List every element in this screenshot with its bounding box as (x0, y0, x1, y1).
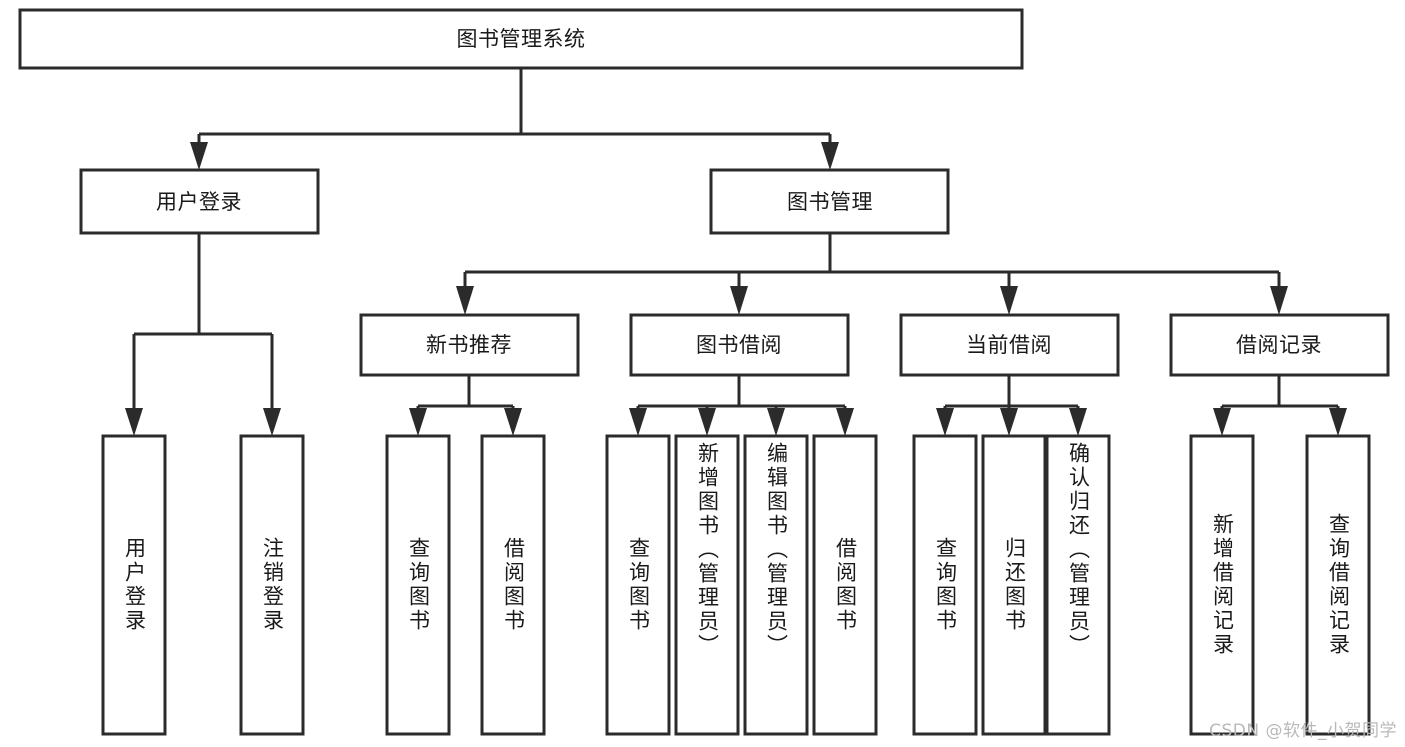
arrowhead-nbr-leaf-1 (409, 408, 427, 436)
node-leaf-cb-query-book-box[interactable] (912, 434, 978, 736)
arrowhead-user-login (190, 142, 208, 170)
node-leaf-bb-edit-book-box[interactable] (743, 434, 809, 736)
node-root-system[interactable]: 图书管理系统 (18, 8, 1024, 70)
arrowhead-br-leaf-1 (1213, 408, 1231, 436)
node-book-management[interactable]: 图书管理 (709, 168, 950, 235)
arrowhead-borrow-record (1270, 286, 1288, 315)
arrowhead-leaf-user-login-1 (125, 408, 143, 436)
node-new-book-recommend-label: 新书推荐 (426, 333, 512, 357)
node-leaf-cb-return-book-box[interactable] (981, 434, 1047, 736)
node-user-login-box[interactable] (79, 168, 320, 235)
node-book-borrow-label: 图书借阅 (696, 333, 782, 357)
arrowhead-current-borrow (1000, 286, 1018, 315)
arrowhead-br-leaf-2 (1329, 408, 1347, 436)
leaf-box-layer (101, 434, 1371, 736)
connector-layer (125, 68, 1347, 436)
node-book-management-box[interactable] (709, 168, 950, 235)
node-borrow-record-box[interactable] (1169, 313, 1390, 377)
node-user-login-label: 用户登录 (156, 190, 242, 214)
arrowhead-cb-leaf-3 (1069, 408, 1087, 436)
csdn-watermark: CSDN @软件_小贺同学 (1209, 721, 1397, 741)
arrowhead-new-book-recommend (456, 286, 474, 315)
node-root-label: 图书管理系统 (457, 27, 586, 51)
node-current-borrow-label: 当前借阅 (966, 333, 1052, 357)
node-leaf-bb-query-book-box[interactable] (605, 434, 671, 736)
node-leaf-nbr-borrow-book-box[interactable] (480, 434, 546, 736)
node-leaf-bb-borrow-book-box[interactable] (812, 434, 878, 736)
arrowhead-bb-leaf-3 (767, 408, 785, 436)
node-book-borrow-box[interactable] (629, 313, 850, 377)
node-new-book-recommend[interactable]: 新书推荐 (359, 313, 580, 377)
arrowhead-book-borrow (730, 286, 748, 315)
node-leaf-cb-confirm-return-box[interactable] (1045, 434, 1111, 736)
node-leaf-user-login-box[interactable] (101, 434, 167, 736)
node-user-login[interactable]: 用户登录 (79, 168, 320, 235)
node-leaf-br-add-record-box[interactable] (1189, 434, 1255, 736)
arrowhead-book-mgmt (821, 142, 839, 170)
node-leaf-br-query-record-box[interactable] (1305, 434, 1371, 736)
arrowhead-cb-leaf-1 (936, 408, 954, 436)
node-book-borrow[interactable]: 图书借阅 (629, 313, 850, 377)
node-leaf-bb-add-book-box[interactable] (674, 434, 740, 736)
node-borrow-record-label: 借阅记录 (1236, 333, 1322, 357)
arrowhead-bb-leaf-4 (836, 408, 854, 436)
arrowhead-bb-leaf-2 (698, 408, 716, 436)
arrowhead-nbr-leaf-2 (504, 408, 522, 436)
node-current-borrow-box[interactable] (899, 313, 1120, 377)
node-current-borrow[interactable]: 当前借阅 (899, 313, 1120, 377)
node-root-box[interactable] (18, 8, 1024, 70)
arrowhead-cb-leaf-2 (1000, 408, 1018, 436)
arrowhead-leaf-user-login-2 (263, 408, 281, 436)
node-book-management-label: 图书管理 (787, 190, 873, 214)
node-leaf-nbr-query-book-box[interactable] (385, 434, 451, 736)
arrowhead-bb-leaf-1 (629, 408, 647, 436)
node-borrow-record[interactable]: 借阅记录 (1169, 313, 1390, 377)
node-leaf-logout-box[interactable] (239, 434, 305, 736)
node-new-book-recommend-box[interactable] (359, 313, 580, 377)
